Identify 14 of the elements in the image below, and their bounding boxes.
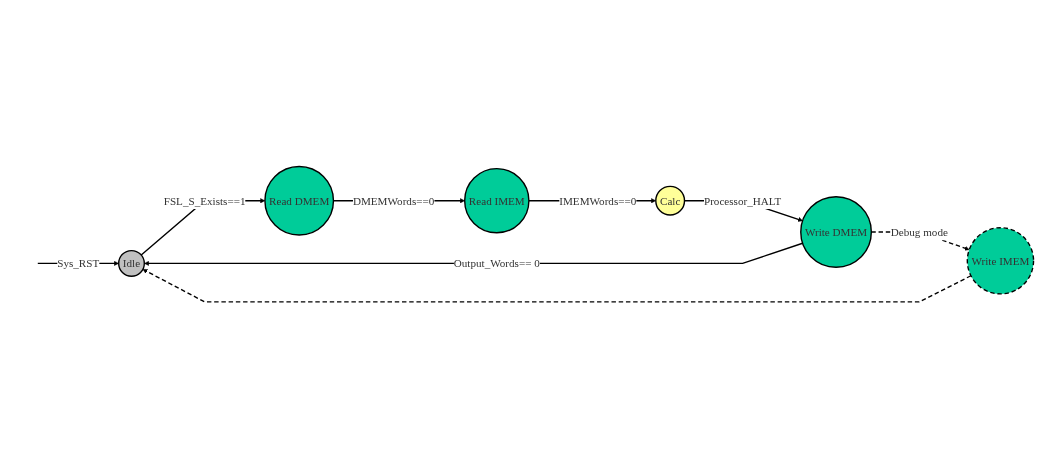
- edge-label: IMEMWords==0: [559, 194, 637, 208]
- edge-label: Sys_RST: [57, 257, 100, 270]
- node-circle: Idle: [118, 250, 145, 278]
- arrow: [142, 269, 972, 303]
- node-circle: Read IMEM: [464, 168, 530, 234]
- node-circle: Write IMEM: [966, 227, 1035, 295]
- edge-label: DMEMWords==0: [352, 194, 435, 208]
- node-circle: Write DMEM: [800, 196, 872, 269]
- edge-label: Processor_HALT: [703, 194, 782, 208]
- edge-label: Debug mode: [890, 226, 948, 239]
- node-circle: Read DMEM: [264, 166, 335, 236]
- node-circle: Calc: [655, 186, 686, 217]
- edge-label: Output_Words== 0: [453, 257, 540, 270]
- edge-label: FSL_S_Exists==1: [163, 194, 246, 208]
